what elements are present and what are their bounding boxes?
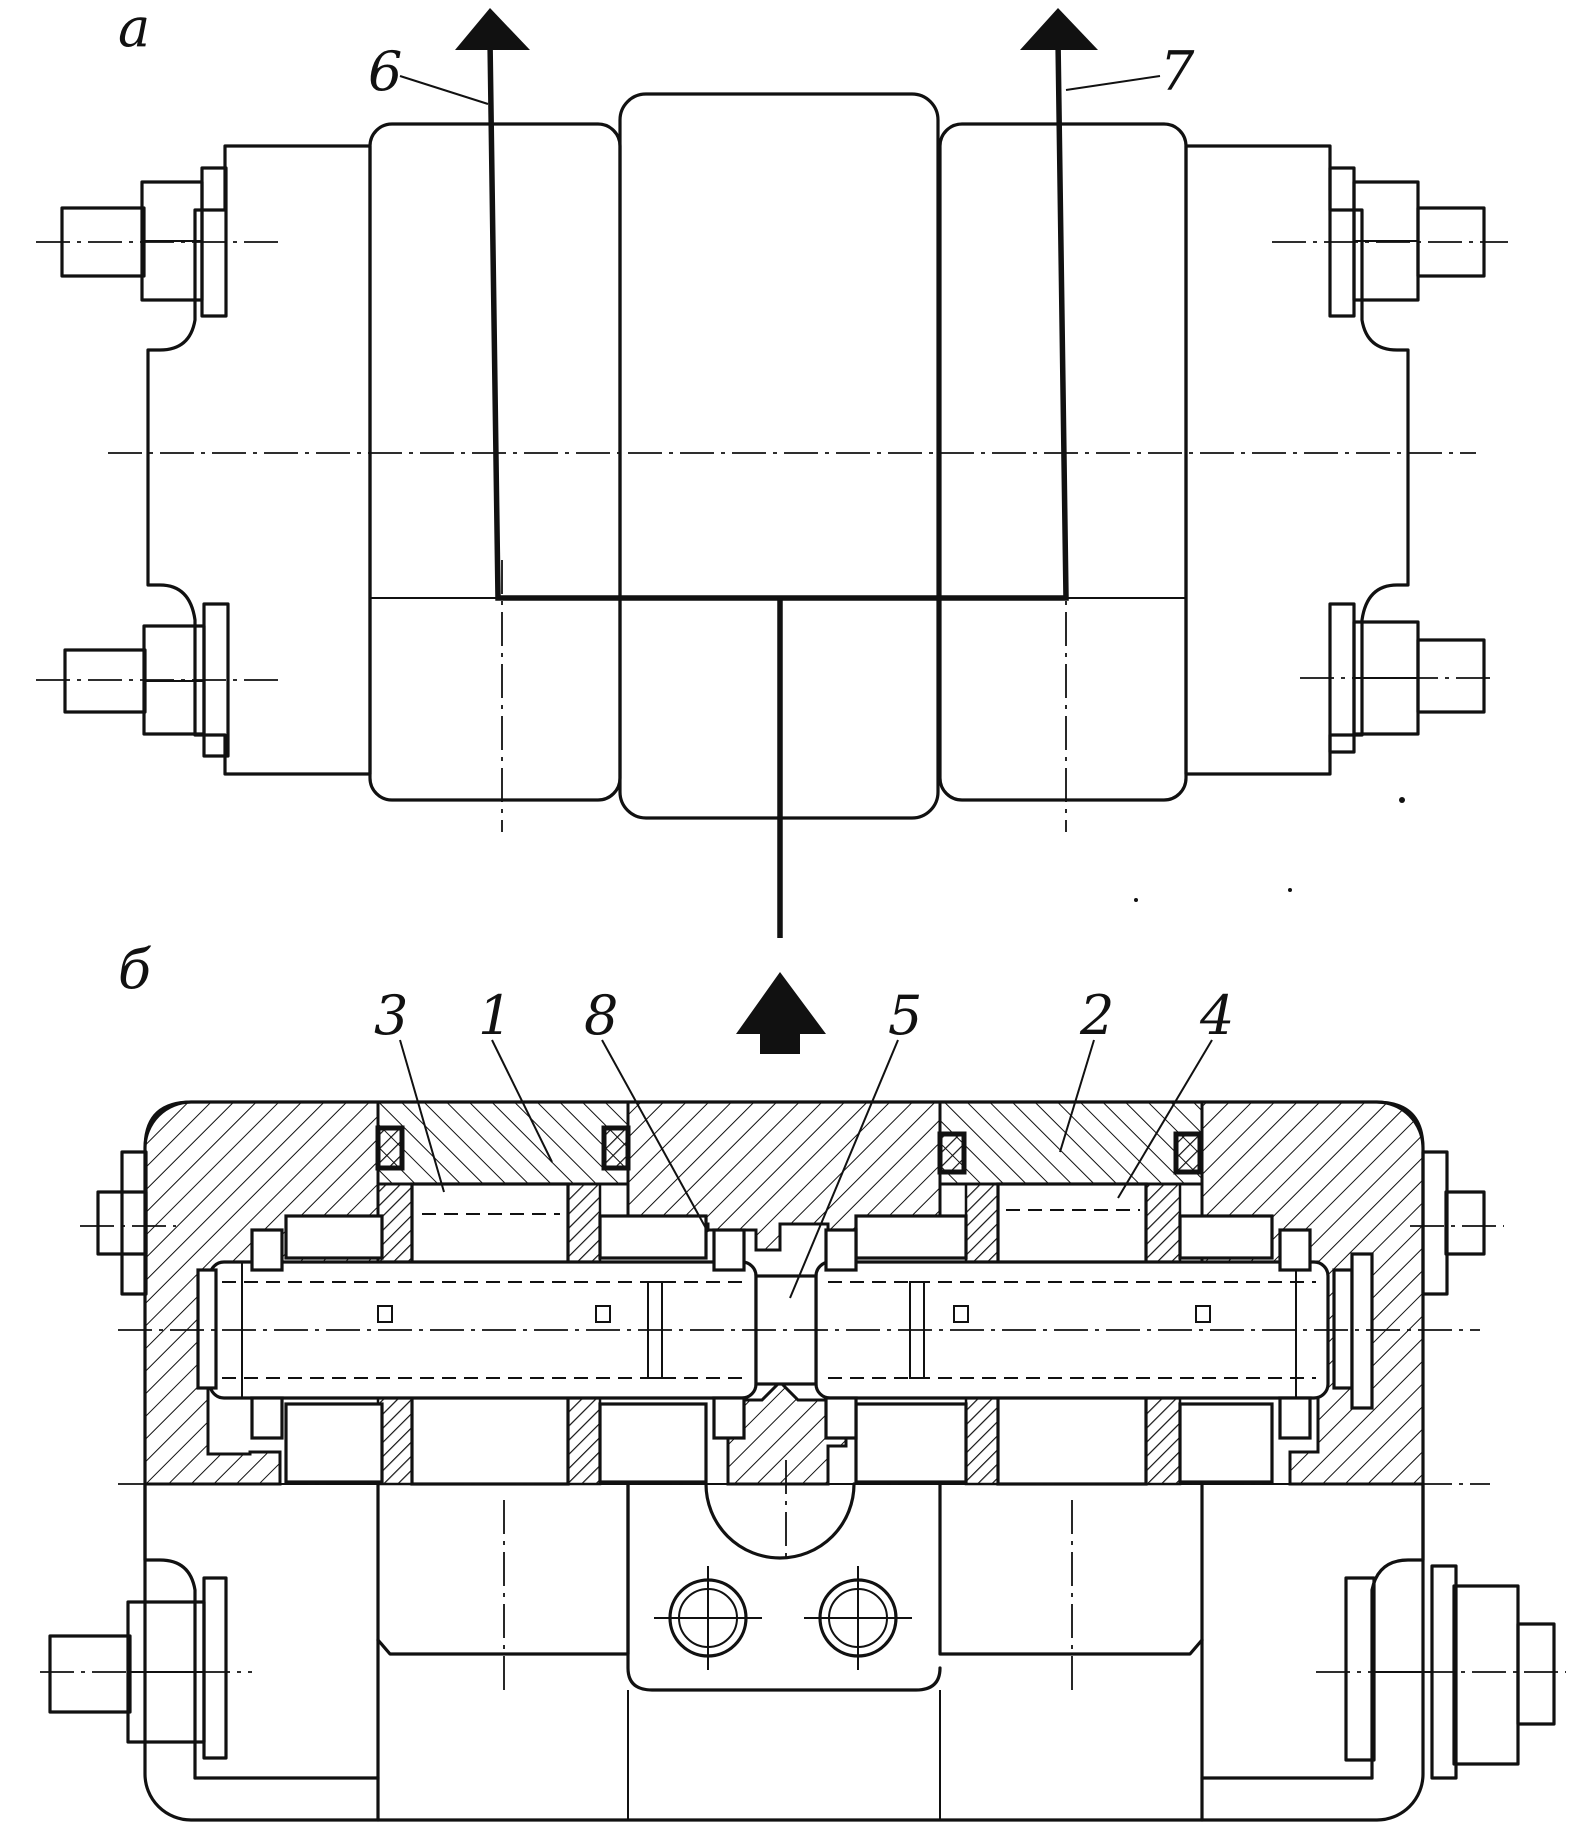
bearing	[854, 1402, 968, 1484]
section-gear-housing-1	[376, 1100, 630, 1186]
bearing	[1178, 1214, 1274, 1260]
callout-2: 2	[1079, 984, 1114, 1047]
left-cover	[146, 144, 372, 776]
bearing	[284, 1402, 384, 1484]
lower-right-cover	[1200, 1482, 1425, 1822]
bolt-stud	[63, 648, 147, 714]
bolt-stud	[1416, 638, 1486, 714]
callout-6: 6	[368, 40, 402, 103]
lower-gear-housing-1	[376, 1482, 630, 1656]
bearing	[854, 1214, 968, 1260]
outlet-arrow-right	[1020, 8, 1098, 50]
callout-8: 8	[584, 984, 618, 1047]
bearing	[598, 1214, 708, 1260]
seal	[1173, 1131, 1203, 1175]
callout-1: 1	[478, 984, 512, 1047]
callout-3: 3	[374, 984, 408, 1047]
left-bolts-a	[60, 166, 230, 758]
seal	[601, 1125, 631, 1171]
end-cap	[196, 1268, 218, 1390]
bearing	[1178, 1402, 1274, 1484]
bearing	[284, 1214, 384, 1260]
bearing	[598, 1402, 708, 1484]
end-cap	[1332, 1268, 1354, 1390]
view-a-label: а	[118, 0, 150, 59]
seal	[375, 1125, 405, 1171]
right-gear-housing	[938, 122, 1188, 802]
lower-left-cover	[143, 1482, 380, 1822]
right-cover	[1184, 144, 1410, 776]
inlet-port	[704, 1482, 856, 1560]
labels: а б 6 7 3 1 8 5 2 4	[118, 0, 1234, 1047]
right-bolts-a	[1328, 166, 1486, 754]
view-b	[40, 972, 1566, 1822]
callout-5: 5	[888, 984, 922, 1047]
outlet-arrow-left	[455, 8, 530, 50]
end-cap	[1350, 1252, 1374, 1410]
view-a	[36, 8, 1508, 938]
inlet-arrow	[736, 972, 826, 1054]
lower-gear-housing-2	[938, 1482, 1204, 1656]
lower-central-body	[626, 1482, 942, 1692]
callout-4: 4	[1199, 984, 1234, 1047]
seal	[937, 1131, 967, 1175]
view-b-label: б	[118, 938, 152, 1001]
callout-7: 7	[1160, 40, 1195, 103]
